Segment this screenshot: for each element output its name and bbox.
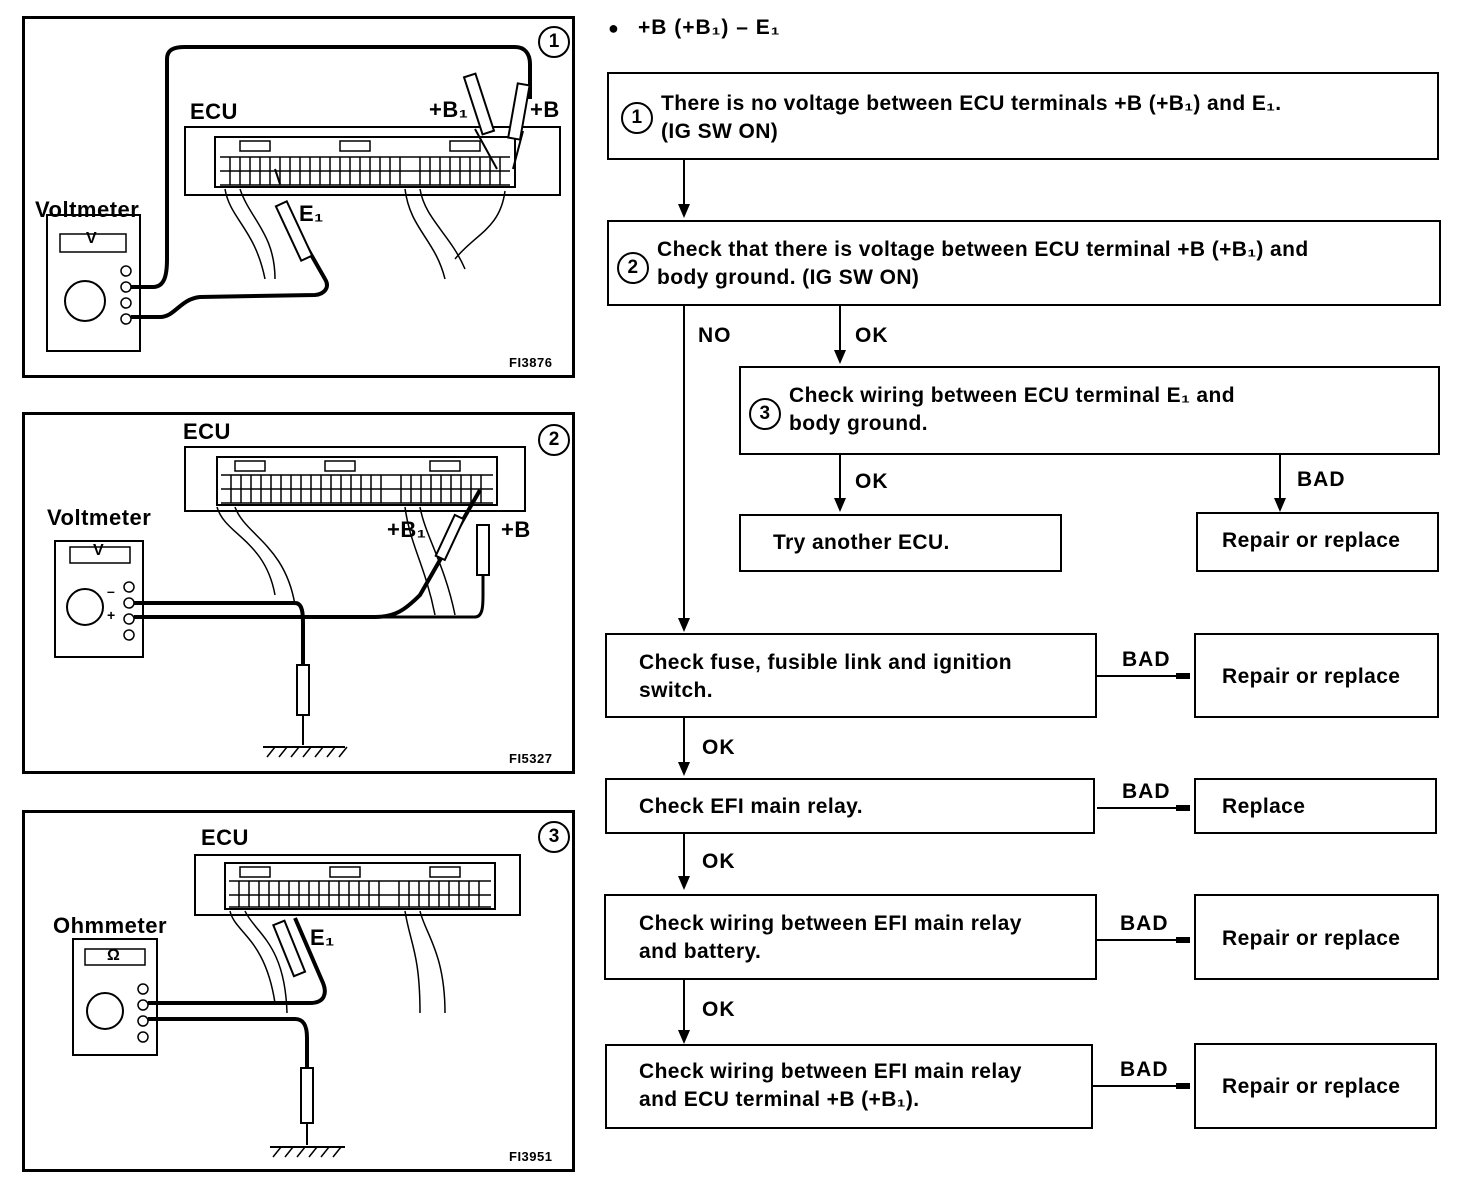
check-efi-relay-box: Check EFI main relay. bbox=[605, 778, 1095, 834]
probe-label-b1: +B₁ bbox=[387, 517, 427, 542]
step-2-text-line-2: body ground. (IG SW ON) bbox=[657, 266, 920, 289]
panel-number-badge: 3 bbox=[538, 821, 570, 853]
branch-label-ok: OK bbox=[855, 470, 889, 493]
figure-code: FI5327 bbox=[509, 751, 553, 766]
figure-code: FI3951 bbox=[509, 1149, 553, 1164]
probe-label-e1: E₁ bbox=[310, 925, 335, 950]
repair-or-replace-text: Repair or replace bbox=[1222, 927, 1401, 950]
check-relay-battery-text-line-1: Check wiring between EFI main relay bbox=[639, 912, 1022, 935]
branch-label-bad: BAD bbox=[1122, 780, 1171, 803]
check-relay-ecu-box: Check wiring between EFI main relay and … bbox=[605, 1044, 1093, 1129]
panel-number-badge: 2 bbox=[538, 424, 570, 456]
check-relay-battery-box: Check wiring between EFI main relay and … bbox=[604, 894, 1097, 980]
probe-label-b: +B bbox=[530, 97, 560, 122]
check-relay-ecu-text-line-2: and ECU terminal +B (+B₁). bbox=[639, 1088, 920, 1111]
step-2-box: 2 Check that there is voltage between EC… bbox=[607, 220, 1441, 306]
branch-label-no: NO bbox=[698, 324, 732, 347]
figure-panel-2: 2 ECU Voltmeter V +B₁ +B – + FI5327 bbox=[22, 412, 575, 774]
ecu-ground-voltage-illustration bbox=[54, 446, 526, 758]
check-fuse-box: Check fuse, fusible link and ignition sw… bbox=[605, 633, 1097, 718]
branch-label-ok: OK bbox=[702, 736, 736, 759]
probe-label-b: +B bbox=[501, 517, 531, 542]
repair-or-replace-box: Repair or replace bbox=[1194, 894, 1439, 980]
figure-panel-1: 1 ECU +B₁ +B E₁ Voltmeter V FI3876 bbox=[22, 16, 575, 378]
meter-symbol: V bbox=[86, 230, 98, 247]
probe-label-b1: +B₁ bbox=[429, 97, 469, 122]
check-relay-battery-text-line-2: and battery. bbox=[639, 940, 762, 963]
ecu-label: ECU bbox=[183, 419, 231, 444]
meter-minus-terminal: – bbox=[107, 583, 116, 599]
bullet-marker: ● bbox=[608, 18, 620, 38]
repair-or-replace-box: Repair or replace bbox=[1194, 633, 1439, 718]
step-1-text-line-2: (IG SW ON) bbox=[661, 120, 779, 143]
branch-label-bad: BAD bbox=[1120, 1058, 1169, 1081]
step-1-box: 1 There is no voltage between ECU termin… bbox=[607, 72, 1439, 160]
ecu-label: ECU bbox=[201, 825, 249, 850]
meter-label: Voltmeter bbox=[47, 505, 152, 530]
repair-or-replace-text: Repair or replace bbox=[1222, 529, 1401, 552]
branch-label-ok: OK bbox=[702, 850, 736, 873]
meter-symbol: V bbox=[93, 542, 105, 559]
meter-label: Ohmmeter bbox=[53, 913, 168, 938]
check-fuse-text-line-1: Check fuse, fusible link and ignition bbox=[639, 651, 1013, 674]
ecu-voltage-test-illustration bbox=[46, 45, 561, 352]
step-1-text-line-1: There is no voltage between ECU terminal… bbox=[661, 92, 1282, 115]
replace-text: Replace bbox=[1222, 795, 1306, 818]
probe-label-e1: E₁ bbox=[299, 201, 324, 226]
step-number-badge: 1 bbox=[621, 102, 653, 134]
repair-or-replace-text: Repair or replace bbox=[1222, 665, 1401, 688]
ecu-ground-resistance-illustration bbox=[72, 854, 521, 1158]
try-another-ecu-text: Try another ECU. bbox=[773, 531, 950, 554]
check-relay-ecu-text-line-1: Check wiring between EFI main relay bbox=[639, 1060, 1022, 1083]
try-another-ecu-box: Try another ECU. bbox=[739, 514, 1062, 572]
ecu-label: ECU bbox=[190, 99, 238, 124]
branch-label-bad: BAD bbox=[1120, 912, 1169, 935]
repair-or-replace-box: Repair or replace bbox=[1194, 1043, 1437, 1129]
check-fuse-text-line-2: switch. bbox=[639, 679, 713, 702]
meter-symbol: Ω bbox=[107, 947, 121, 964]
figure-code: FI3876 bbox=[509, 355, 553, 370]
repair-or-replace-box: Repair or replace bbox=[1196, 512, 1439, 572]
branch-label-ok: OK bbox=[702, 998, 736, 1021]
section-title: +B (+B₁) – E₁ bbox=[638, 16, 781, 39]
figure-panel-3: 3 ECU Ohmmeter Ω E₁ FI3951 bbox=[22, 810, 575, 1172]
panel-number-badge: 1 bbox=[538, 26, 570, 58]
check-efi-relay-text: Check EFI main relay. bbox=[639, 795, 863, 818]
step-2-text-line-1: Check that there is voltage between ECU … bbox=[657, 238, 1309, 261]
step-3-text-line-1: Check wiring between ECU terminal E₁ and bbox=[789, 384, 1235, 407]
branch-label-bad: BAD bbox=[1122, 648, 1171, 671]
meter-plus-terminal: + bbox=[107, 607, 116, 623]
step-3-text-line-2: body ground. bbox=[789, 412, 928, 435]
branch-label-ok: OK bbox=[855, 324, 889, 347]
step-number-badge: 2 bbox=[617, 252, 649, 284]
step-3-box: 3 Check wiring between ECU terminal E₁ a… bbox=[739, 366, 1440, 455]
step-number-badge: 3 bbox=[749, 398, 781, 430]
meter-label: Voltmeter bbox=[35, 197, 140, 222]
branch-label-bad: BAD bbox=[1297, 468, 1346, 491]
repair-or-replace-text: Repair or replace bbox=[1222, 1075, 1401, 1098]
replace-box: Replace bbox=[1194, 778, 1437, 834]
